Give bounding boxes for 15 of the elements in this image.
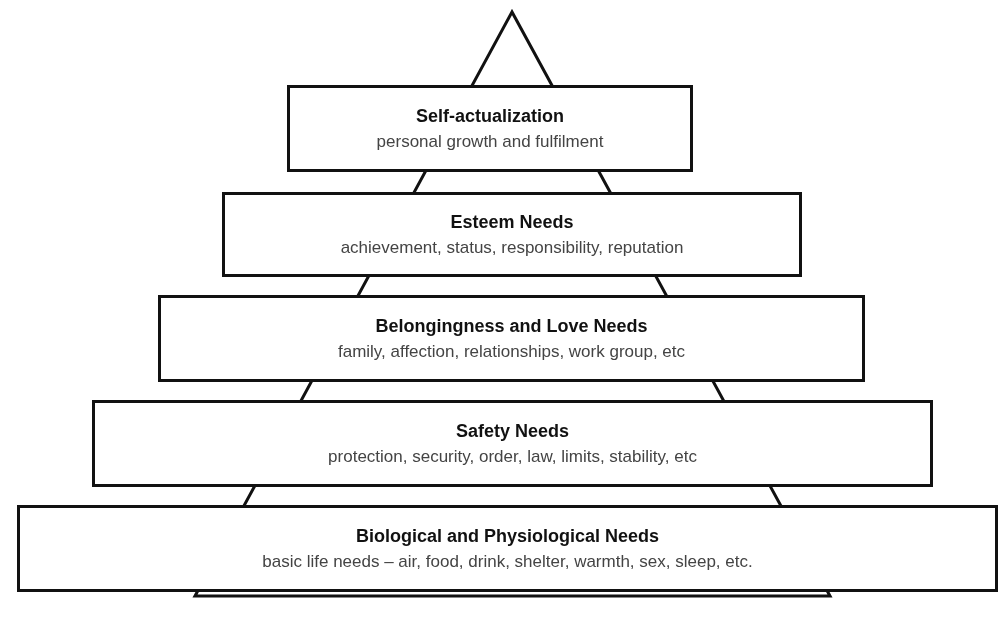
tier-box <box>92 400 933 487</box>
tier-heading: Self-actualization <box>416 104 564 128</box>
tier-description: family, affection, relationships, work group, etc <box>337 341 686 363</box>
tier-description: basic life needs – air, food, drink, shelter, warmth, sex, sleep, etc. <box>262 551 753 573</box>
tier-heading: Biological and Physiological Needs <box>355 524 660 548</box>
tier-box <box>17 505 998 592</box>
tier-heading: Safety Needs <box>455 419 570 443</box>
tier-box <box>287 85 693 172</box>
tier-heading: Esteem Needs <box>450 210 574 234</box>
tier-description: protection, security, order, law, limits, stability, etc <box>328 446 697 468</box>
tier-description: personal growth and fulfilment <box>376 131 604 153</box>
tier-heading: Belongingness and Love Needs <box>375 314 648 338</box>
tier-box <box>222 192 802 277</box>
tier-description: achievement, status, responsibility, reputation <box>340 237 684 259</box>
tier-box <box>158 295 865 382</box>
